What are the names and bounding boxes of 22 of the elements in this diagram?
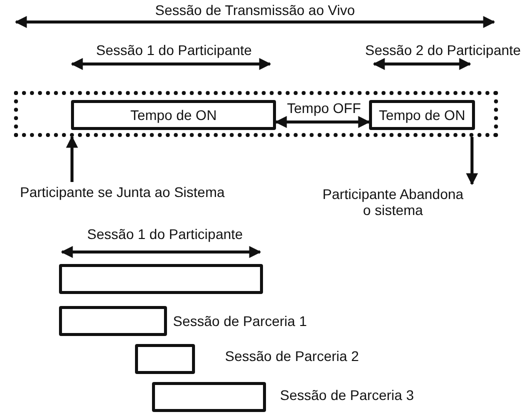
box-label: Tempo de ON — [130, 107, 217, 123]
session-bar — [135, 344, 195, 374]
arrow — [466, 137, 478, 186]
session-bar — [59, 264, 263, 294]
arrow — [66, 136, 78, 182]
time-box — [71, 100, 276, 130]
arrow — [274, 116, 370, 128]
dimension-label: Sessão de Transmissão ao Vivo — [155, 2, 355, 18]
dimension-label: Sessão 2 do Participante — [365, 42, 521, 58]
box-label: Tempo de ON — [378, 107, 466, 123]
session-bar — [152, 382, 266, 412]
bar-caption: Sessão de Parceria 1 — [173, 313, 307, 329]
dotted-band — [14, 91, 498, 137]
session-bar — [59, 306, 167, 336]
bar-caption: Sessão de Parceria 2 — [225, 348, 359, 364]
dimension-label: Sessão 1 do Participante — [87, 226, 243, 242]
dimension-label: Sessão 1 do Participante — [96, 42, 252, 58]
bar-caption: Sessão de Parceria 3 — [280, 387, 414, 403]
time-box — [369, 100, 475, 130]
event-label: Participante se Junta ao Sistema — [20, 184, 225, 200]
edge-label: Tempo OFF — [287, 100, 361, 116]
event-label: Participante Abandona o sistema — [318, 186, 468, 218]
